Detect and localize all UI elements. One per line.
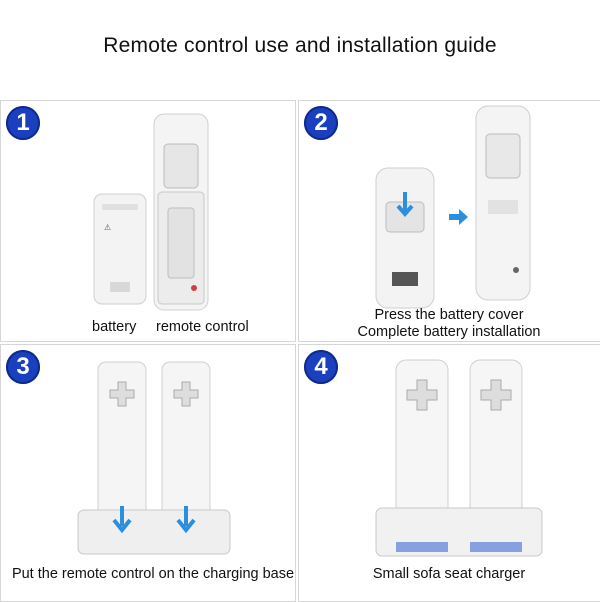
step-4-badge: 4 (304, 350, 338, 384)
press-cover-illustration (375, 167, 435, 309)
svg-text:⚠: ⚠ (104, 223, 111, 232)
remote-control-caption: remote control (156, 319, 249, 335)
battery-pack-illustration: ⚠ (93, 193, 147, 305)
page-title: Remote control use and installation guid… (103, 34, 497, 57)
battery-caption: battery (92, 319, 137, 335)
step-4-panel (298, 344, 600, 602)
remote-open-illustration (153, 113, 209, 311)
complete-install-caption: Complete battery installation (357, 324, 541, 340)
remotes-on-base-illustration (77, 361, 231, 555)
step-2-panel (298, 100, 600, 342)
next-step-arrow (449, 209, 468, 225)
charging-base-caption: Put the remote control on the charging b… (11, 566, 295, 582)
step-1-badge: 1 (6, 106, 40, 140)
sofa-charger-illustration (375, 359, 543, 557)
sofa-charger-caption: Small sofa seat charger (372, 566, 526, 582)
step-2-badge: 2 (304, 106, 338, 140)
step-1-panel (0, 100, 296, 342)
step-3-badge: 3 (6, 350, 40, 384)
remote-closed-illustration (475, 105, 531, 301)
step-3-panel (0, 344, 296, 602)
press-cover-caption: Press the battery cover (374, 307, 524, 323)
